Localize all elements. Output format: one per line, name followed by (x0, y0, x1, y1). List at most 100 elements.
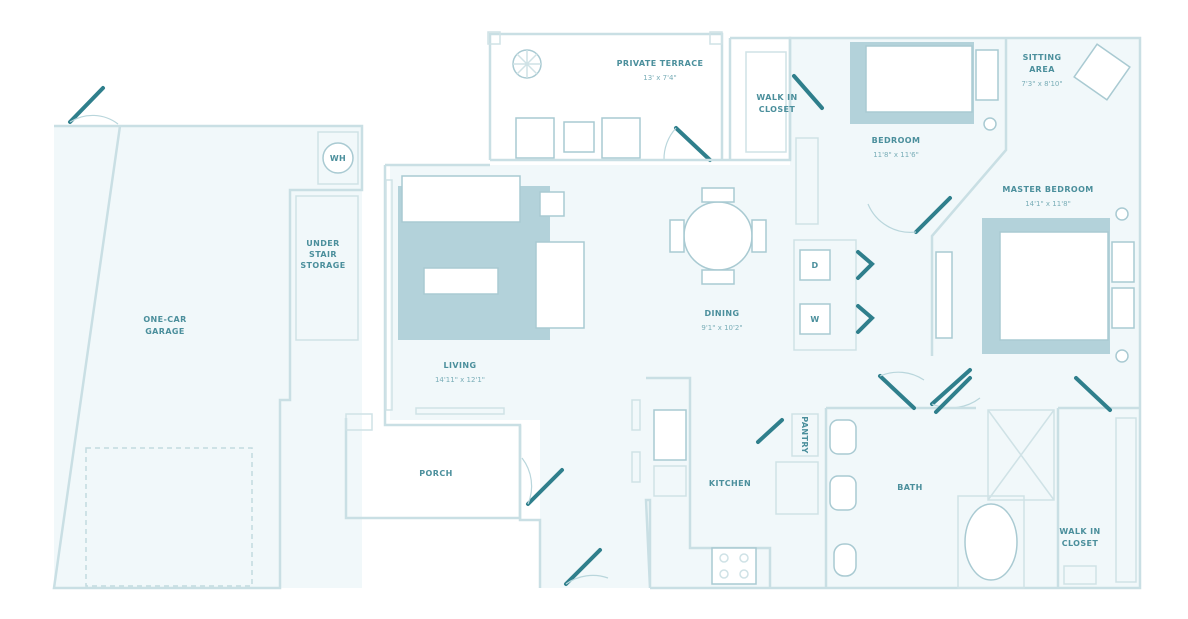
laundry: D W (793, 239, 875, 351)
garage-door-outline (85, 447, 253, 587)
kitchen-sink (653, 409, 687, 461)
tv-console (415, 407, 505, 415)
kitchen (631, 376, 819, 589)
bedroom-door (914, 196, 952, 234)
living-label: LIVING (444, 361, 477, 370)
barstool-2 (631, 451, 641, 483)
sink-2 (829, 475, 857, 511)
dining-dim: 9'1" x 10'2" (701, 324, 742, 332)
master-dresser (935, 251, 953, 339)
walkin2-hall-door (934, 376, 972, 414)
pantry-door (756, 418, 784, 444)
armchair (535, 241, 585, 329)
master-lamp-2 (1115, 349, 1129, 363)
sitting-label-1: SITTING (1023, 53, 1062, 62)
master-bedroom (930, 207, 1135, 409)
bedroom-closet (795, 137, 819, 225)
private-terrace (487, 31, 724, 162)
front-door (564, 548, 602, 586)
master-door (930, 368, 972, 406)
bedroom-dresser (975, 49, 999, 101)
sitting-label-2: AREA (1029, 65, 1055, 74)
master-pillow-2 (1111, 287, 1135, 329)
dining-chair-right (751, 219, 767, 253)
stove (711, 547, 757, 585)
kitchen-label: KITCHEN (709, 479, 751, 488)
dining-chair-left (669, 219, 685, 253)
dryer (799, 249, 831, 281)
tub-enclosure (957, 495, 1025, 589)
walkin2-label-2: CLOSET (1062, 539, 1099, 548)
garage-label-2: GARAGE (145, 327, 185, 336)
storage-room (295, 195, 359, 341)
bedroom (795, 42, 999, 234)
master-pillow-1 (1111, 241, 1135, 283)
laundry-closet (793, 239, 857, 351)
dining-table (683, 201, 753, 271)
walkin1-label-1: WALK IN (756, 93, 797, 102)
pantry-closet (791, 413, 819, 457)
dining-chair-bottom (701, 269, 735, 285)
pantry-label: PANTRY (800, 416, 809, 453)
washer-label: W (810, 315, 819, 324)
sitting-dim: 7'3" x 8'10" (1021, 80, 1062, 88)
living-window (385, 179, 393, 411)
storage-label-3: STORAGE (300, 261, 345, 270)
water-heater (322, 142, 354, 174)
bath-label: BATH (897, 483, 922, 492)
refrigerator (775, 461, 819, 515)
master-lamp-1 (1115, 207, 1129, 221)
porch-walls (344, 418, 522, 520)
terrace-door (674, 126, 712, 162)
barstool-1 (631, 399, 641, 431)
garage (52, 86, 364, 590)
dining-area (669, 187, 767, 285)
porch-label: PORCH (419, 469, 452, 478)
walkin-closet-1 (745, 51, 787, 153)
closet-walls (728, 36, 792, 160)
laundry-door-1 (856, 250, 875, 280)
wh-label: WH (330, 154, 346, 163)
terrace-dim: 13' x 7'4" (643, 74, 676, 82)
terrace-chair-right (601, 117, 641, 159)
bath (824, 371, 1055, 589)
dryer-label: D (811, 261, 818, 270)
dining-chair-top (701, 187, 735, 203)
terrace-label: PRIVATE TERRACE (617, 59, 704, 68)
master-dim: 14'1" x 11'8" (1025, 200, 1071, 208)
bedroom-bed (865, 45, 973, 113)
storage-label-2: STAIR (309, 250, 337, 259)
sink-1 (829, 419, 857, 455)
walkin-closet-2 (934, 376, 1140, 588)
bedroom-label: BEDROOM (872, 136, 921, 145)
walkin2-door (1074, 376, 1112, 412)
walkin1-label-2: CLOSET (759, 105, 796, 114)
terrace-table (563, 121, 595, 153)
dining-label: DINING (705, 309, 740, 318)
terrace-chair-left (515, 117, 555, 159)
coffee-table (423, 267, 499, 295)
dishwasher (653, 465, 687, 497)
living-dim: 14'11" x 12'1" (435, 376, 485, 384)
garage-label-1: ONE-CAR (143, 315, 186, 324)
walkin2-label-1: WALK IN (1059, 527, 1100, 536)
side-table (539, 191, 565, 217)
storage-label-1: UNDER (306, 239, 339, 248)
bedroom-dim: 11'8" x 11'6" (873, 151, 919, 159)
garage-entry-door (68, 86, 105, 124)
water-heater-closet (317, 131, 359, 185)
porch-door (526, 468, 564, 506)
laundry-door-2 (856, 304, 875, 334)
washer (799, 303, 831, 335)
walkin1-door (792, 74, 824, 110)
garage-floor (54, 126, 362, 588)
shower (987, 409, 1055, 501)
toilet (833, 543, 857, 577)
bedroom-lamp (983, 117, 997, 131)
sitting-chair (1073, 43, 1131, 101)
bathtub (964, 503, 1018, 581)
sofa (401, 175, 521, 223)
master-bed (999, 231, 1109, 341)
master-divider-wall (930, 38, 1008, 356)
